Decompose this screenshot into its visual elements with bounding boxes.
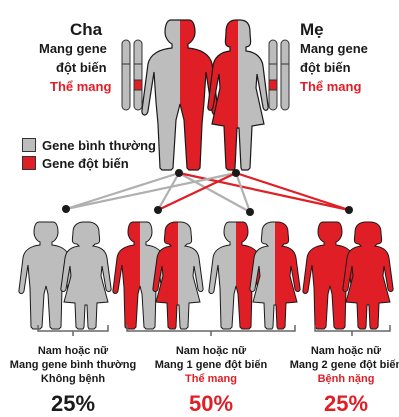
outcome-carrier-line2: Mang 1 gene đột biến xyxy=(155,360,267,371)
mother-figure-icon xyxy=(208,20,268,170)
connection-nodes xyxy=(62,169,353,216)
legend-normal-label: Gene bình thường xyxy=(42,139,156,152)
child-girl-affected-icon xyxy=(343,222,393,329)
mother-description-line1: Mang gene xyxy=(300,42,368,55)
father-title: Cha xyxy=(70,21,102,38)
mother-description-line2: đột biến xyxy=(300,61,351,74)
outcome-affected-status: Bệnh nặng xyxy=(318,374,375,385)
father-chromosome-icon xyxy=(122,40,142,110)
legend-mutant-label: Gene đột biến xyxy=(42,157,129,170)
child-girl-normal-icon xyxy=(61,222,111,329)
mother-chromosome-icon xyxy=(269,40,289,110)
legend-normal-swatch xyxy=(22,138,36,152)
outcome-normal-percent: 25% xyxy=(51,393,95,415)
outcome-carrier-line1: Nam hoặc nữ xyxy=(176,346,246,357)
inheritance-lines xyxy=(66,173,349,212)
outcome-affected-line2: Mang 2 gene đột biến xyxy=(290,360,399,371)
child-girl-carrier-icon xyxy=(153,222,203,329)
outcome-affected-percent: 25% xyxy=(324,393,368,415)
mother-title: Mẹ xyxy=(300,21,324,38)
child-girl-carrier-icon xyxy=(250,222,300,329)
father-status: Thể mang xyxy=(50,80,111,93)
mother-status: Thể mang xyxy=(300,80,361,93)
outcome-normal-line2: Mang gene bình thường xyxy=(10,360,136,371)
father-description-line1: Mang gene xyxy=(39,42,107,55)
legend-mutant-swatch xyxy=(22,156,36,170)
outcome-carrier-percent: 50% xyxy=(189,393,233,415)
father-description-line2: đột biến xyxy=(56,61,107,74)
outcome-normal-status: Không bệnh xyxy=(41,374,105,385)
outcome-carrier-status: Thể mang xyxy=(185,374,237,385)
outcome-affected-line1: Nam hoặc nữ xyxy=(311,346,381,357)
outcome-normal-line1: Nam hoặc nữ xyxy=(38,346,108,357)
